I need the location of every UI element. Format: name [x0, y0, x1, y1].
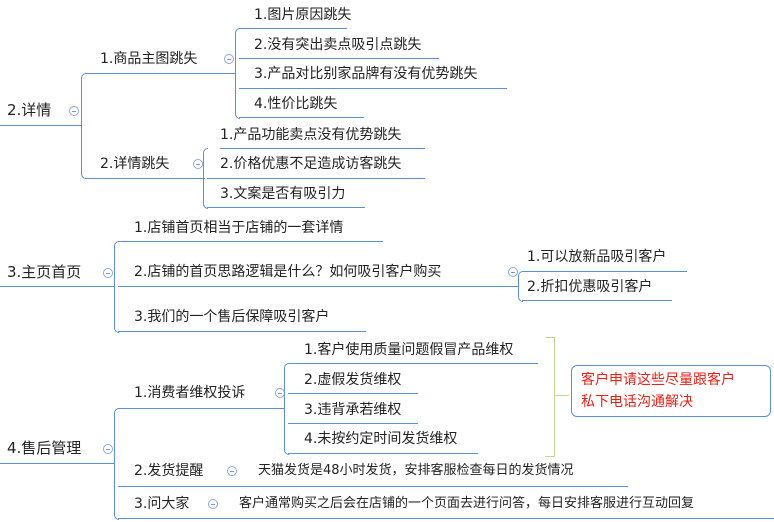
leaf-node[interactable]: 1.产品功能卖点没有优势跳失 — [220, 127, 402, 143]
connector — [118, 286, 518, 287]
leaf-node[interactable]: 3.产品对比别家品牌有没有优势跳失 — [254, 66, 478, 82]
summary-connector — [555, 395, 569, 396]
connector — [522, 300, 672, 301]
summary-note[interactable]: 客户申请这些尽量跟客户 私下电话沟通解决 — [571, 365, 771, 417]
collapse-icon[interactable] — [224, 54, 234, 64]
node-shipping-reminder[interactable]: 2.发货提醒 — [134, 463, 204, 479]
connector — [114, 241, 119, 333]
leaf-node[interactable]: 2.没有突出卖点吸引点跳失 — [254, 37, 422, 53]
connector — [288, 363, 538, 364]
connector — [203, 148, 208, 209]
connector — [220, 148, 425, 149]
connector — [518, 271, 523, 302]
connector — [81, 73, 86, 179]
leaf-node[interactable]: 1.客户使用质量问题假冒产品维权 — [304, 342, 514, 358]
collapse-icon[interactable] — [508, 267, 518, 277]
connector — [118, 486, 628, 487]
connector — [288, 453, 478, 454]
node-after-sales[interactable]: 4.售后管理 — [7, 439, 82, 457]
connector — [239, 88, 507, 89]
collapse-icon[interactable] — [227, 466, 237, 476]
leaf-node[interactable]: 1.可以放新品吸引客户 — [527, 249, 667, 265]
collapse-icon[interactable] — [103, 444, 113, 454]
collapse-icon[interactable] — [69, 106, 79, 116]
connector — [118, 518, 774, 519]
connector — [239, 28, 347, 29]
connector — [239, 58, 439, 59]
leaf-node[interactable]: 3.违背承若维权 — [304, 402, 402, 418]
connector — [118, 241, 383, 242]
connector — [239, 117, 364, 118]
connector — [207, 207, 365, 208]
summary-bracket — [545, 337, 555, 457]
connector — [0, 125, 81, 126]
leaf-node[interactable]: 2.折扣优惠吸引客户 — [527, 279, 653, 295]
node-detail[interactable]: 2.详情 — [7, 101, 52, 119]
node-homepage-2[interactable]: 2.店铺的首页思路逻辑是什么？如何吸引客户购买 — [134, 264, 442, 280]
collapse-icon[interactable] — [193, 159, 203, 169]
leaf-node[interactable]: 客户通常购买之后会在店铺的一个页面去进行问答，每日安排客服进行互动回复 — [239, 496, 695, 511]
summary-line-1: 客户申请这些尽量跟客户 — [581, 372, 735, 388]
leaf-node[interactable]: 4.未按约定时间发货维权 — [304, 431, 458, 447]
summary-line-2: 私下电话沟通解决 — [581, 394, 693, 410]
node-consumer-complaint[interactable]: 1.消费者维权投诉 — [134, 385, 246, 401]
leaf-node[interactable]: 4.性价比跳失 — [254, 96, 338, 112]
connector — [85, 178, 205, 179]
connector — [0, 286, 114, 287]
node-homepage-1[interactable]: 1.店铺首页相当于店铺的一套详情 — [134, 220, 344, 236]
connector — [288, 423, 418, 424]
node-ask-everyone[interactable]: 3.问大家 — [134, 496, 190, 512]
connector — [118, 408, 284, 409]
leaf-node[interactable]: 1.图片原因跳失 — [254, 7, 352, 23]
node-detail-bounce[interactable]: 2.详情跳失 — [100, 156, 170, 172]
connector — [235, 28, 240, 119]
connector — [522, 271, 687, 272]
leaf-node[interactable]: 2.价格优惠不足造成访客跳失 — [220, 156, 402, 172]
leaf-node[interactable]: 3.文案是否有吸引力 — [220, 186, 346, 202]
node-homepage-3[interactable]: 3.我们的一个售后保障吸引客户 — [134, 309, 330, 325]
node-homepage[interactable]: 3.主页首页 — [7, 263, 82, 281]
connector — [207, 178, 425, 179]
connector — [284, 363, 289, 455]
connector — [118, 331, 366, 332]
leaf-node[interactable]: 天猫发货是48小时发货，安排客服检查每日的发货情况 — [258, 463, 574, 478]
connector — [114, 408, 119, 520]
connector — [288, 393, 418, 394]
connector — [0, 463, 114, 464]
collapse-icon[interactable] — [103, 268, 113, 278]
leaf-node[interactable]: 2.虚假发货维权 — [304, 372, 402, 388]
node-main-image-bounce[interactable]: 1.商品主图跳失 — [100, 51, 198, 67]
collapse-icon[interactable] — [208, 499, 218, 509]
connector — [85, 73, 235, 74]
